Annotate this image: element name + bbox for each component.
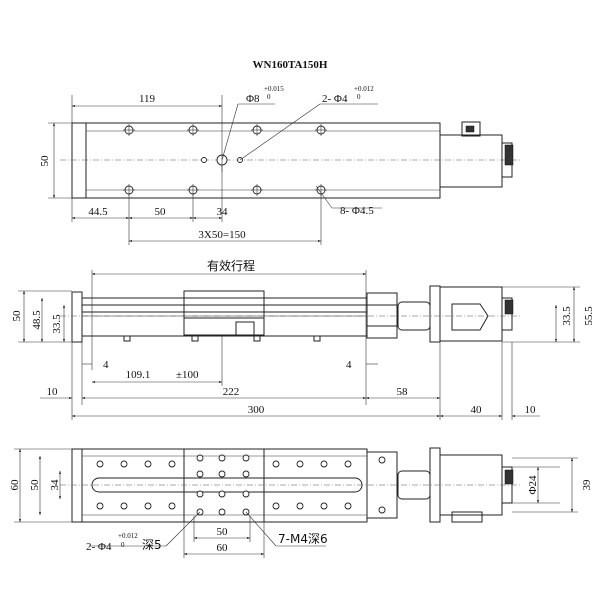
dim-50-bottom: 50: [29, 479, 41, 491]
dim-34-bottom: 34: [49, 479, 61, 491]
dim-48-5: 48.5: [31, 310, 43, 330]
label-phi8: Φ8: [246, 93, 260, 105]
dim-222: 222: [223, 386, 240, 398]
bottom-carriage: [183, 448, 265, 523]
dim-4-right: 4: [346, 359, 352, 371]
label-bottom-phi4-tol-lower: 0: [121, 541, 125, 549]
side-motor-block: [366, 292, 398, 339]
top-view: [48, 95, 520, 245]
label-2-phi4-depth: 2- Φ4: [86, 541, 112, 553]
leader-phi4-depth: [165, 511, 201, 547]
dim-44-5: 44.5: [88, 206, 108, 218]
side-view: [18, 270, 580, 420]
bottom-end-plate: [71, 448, 83, 523]
dim-33-5-right: 33.5: [561, 306, 573, 326]
dim-50-side: 50: [11, 310, 23, 322]
label-phi8-tol-upper: +0.015: [264, 85, 284, 93]
label-effective-stroke: 有效行程: [207, 258, 255, 273]
label-phi4-tol-upper: +0.012: [354, 85, 374, 93]
dim-40: 40: [471, 404, 483, 416]
dim-34: 34: [217, 206, 229, 218]
side-motor: [439, 286, 503, 342]
dim-3x50-150: 3X50=150: [198, 229, 246, 241]
leader-phi8: [221, 103, 239, 161]
label-8-phi45: 8- Φ4.5: [340, 205, 374, 217]
dim-50-carriage: 50: [217, 526, 229, 538]
dim-119: 119: [139, 93, 156, 105]
dim-33-5-left: 33.5: [51, 314, 63, 334]
dim-pm100: ±100: [176, 369, 199, 381]
dim-58: 58: [397, 386, 409, 398]
label-bottom-phi4-tol-upper: +0.012: [118, 532, 138, 540]
top-coupling: [504, 144, 514, 166]
label-2-phi4: 2- Φ4: [322, 93, 348, 105]
bottom-holes: [96, 454, 352, 516]
pin-hole-left: [201, 157, 207, 163]
dim-60-carriage: 60: [217, 542, 229, 554]
model-title: WN160TA150H: [253, 59, 328, 71]
dim-4-left: 4: [103, 359, 109, 371]
label-phi8-tol-lower: 0: [267, 93, 271, 101]
side-carriage: [183, 290, 265, 336]
dim-109-1: 109.1: [126, 369, 151, 381]
dim-50-pitch: 50: [155, 206, 167, 218]
side-end-plate: [71, 291, 83, 343]
top-holes-upper: [123, 124, 327, 136]
leader-phi4: [239, 103, 321, 161]
dim-10-right: 10: [525, 404, 537, 416]
dim-50-height: 50: [39, 155, 51, 167]
label-depth-5: 深5: [142, 538, 162, 552]
dim-10-left: 10: [47, 386, 59, 398]
label-phi4-tol-lower: 0: [357, 93, 361, 101]
dim-60-height: 60: [9, 479, 21, 491]
side-base: [81, 297, 368, 337]
bottom-view: [14, 447, 578, 558]
leader-m4: [245, 511, 277, 547]
bottom-motor-block: [366, 451, 398, 519]
dim-phi24: Φ24: [527, 475, 539, 495]
top-motor-housing: [439, 134, 503, 188]
dim-39: 39: [581, 479, 593, 491]
label-7-m4: 7-M4深6: [278, 532, 328, 546]
leader-phi45: [315, 185, 333, 209]
dim-55-5: 55.5: [583, 306, 595, 326]
dim-300: 300: [248, 404, 265, 416]
